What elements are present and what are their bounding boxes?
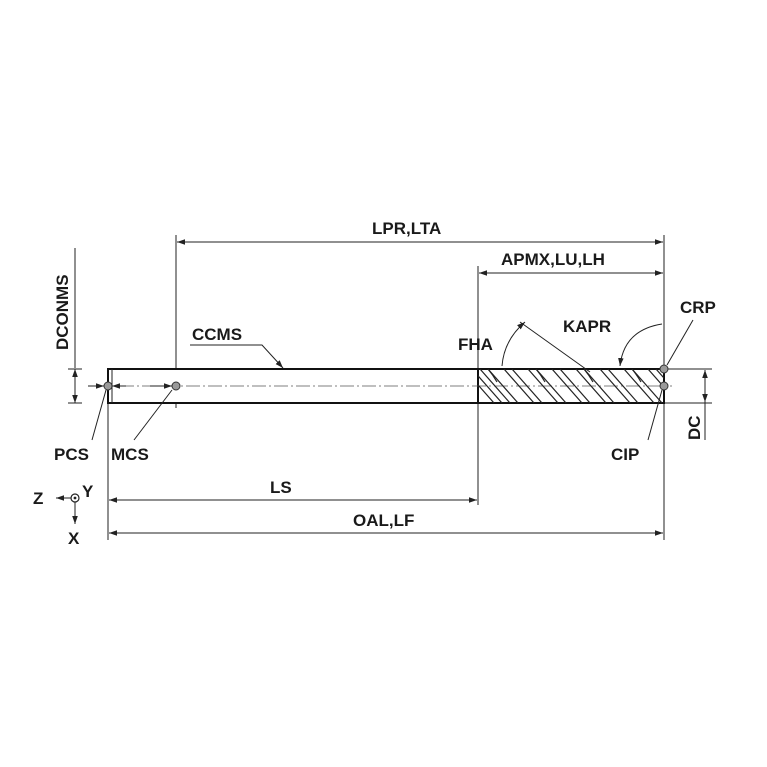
- reference-points: [103, 364, 669, 391]
- label-ccms: CCMS: [192, 325, 242, 344]
- label-axis-y: Y: [82, 482, 94, 501]
- label-pcs: PCS: [54, 445, 89, 464]
- dimension-lines: [68, 239, 708, 536]
- labels: LPR,LTA APMX,LU,LH DCONMS CCMS FHA KAPR …: [33, 219, 716, 548]
- crp-leader: [666, 319, 694, 366]
- label-mcs: MCS: [111, 445, 149, 464]
- pcs-point: [103, 381, 113, 391]
- cip-leader: [647, 389, 663, 441]
- pcs-leader: [91, 389, 107, 441]
- mcs-point: [171, 381, 181, 391]
- label-cip: CIP: [611, 445, 639, 464]
- label-oal-lf: OAL,LF: [353, 511, 414, 530]
- crp-point: [659, 364, 669, 374]
- fha-angle-arc: [501, 321, 526, 367]
- label-ls: LS: [270, 478, 292, 497]
- tool-body: [98, 368, 672, 404]
- label-axis-x: X: [68, 529, 80, 548]
- label-dconms: DCONMS: [53, 274, 72, 350]
- label-axis-z: Z: [33, 489, 43, 508]
- ccms-leader: [190, 344, 284, 369]
- label-apmx-lu-lh: APMX,LU,LH: [501, 250, 605, 269]
- kapr-angle-arc: [618, 323, 663, 367]
- label-lpr-lta: LPR,LTA: [372, 219, 441, 238]
- leader-lines: [88, 319, 694, 441]
- axes-symbol: [56, 493, 80, 524]
- label-kapr: KAPR: [563, 317, 611, 336]
- cip-point: [659, 381, 669, 391]
- label-dc: DC: [685, 415, 704, 440]
- label-crp: CRP: [680, 298, 716, 317]
- mcs-leader: [133, 389, 173, 441]
- label-fha: FHA: [458, 335, 493, 354]
